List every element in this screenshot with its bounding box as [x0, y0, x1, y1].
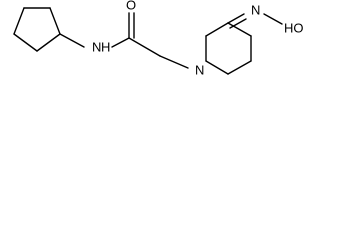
oxime-nitrogen-label: N [251, 2, 260, 17]
bond-ch2-to-ring-n [159, 55, 189, 69]
oxime-double-bond [227, 13, 247, 29]
hydroxyl-label: HO [284, 20, 304, 35]
bond-n-to-oh [263, 13, 283, 25]
amide-hydrogen-label: H [101, 39, 110, 54]
piperidine-nitrogen-label: N [195, 62, 204, 77]
cyclopentane-ring [13, 7, 61, 52]
chemical-structure-diagram: N H O N N HO [13, 0, 304, 77]
bond-nh-to-carbonyl [111, 37, 130, 48]
carbonyl-double-bond [128, 12, 135, 39]
amide-nitrogen-label: N [92, 39, 101, 54]
piperidine-ring [205, 22, 252, 75]
carbonyl-oxygen-label: O [126, 0, 136, 12]
bond-carbonyl-to-ch2 [128, 37, 161, 57]
bond-ring-to-nh [59, 33, 85, 48]
